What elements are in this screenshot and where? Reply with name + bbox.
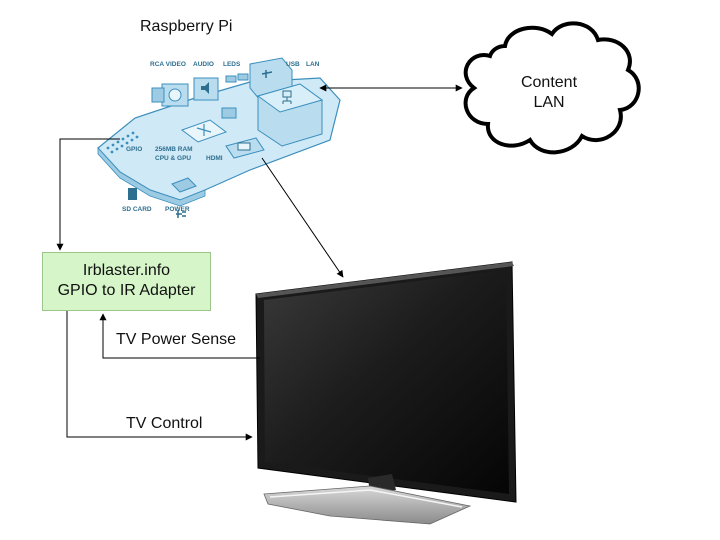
board-label-power: POWER (165, 206, 190, 213)
gpio-header-icon (106, 131, 139, 154)
tv-power-sense-arrow (99, 313, 260, 359)
power-port-icon (171, 177, 197, 218)
board-label-gpio: GPIO (126, 146, 142, 153)
hdmi-link-arrow (261, 157, 344, 278)
audio-jack-icon (193, 77, 219, 101)
raspberry-pi-board: RCA VIDEO AUDIO LEDS USB LAN GPIO 256MB … (97, 57, 341, 218)
board-label-audio: AUDIO (193, 61, 214, 68)
television (255, 261, 517, 525)
small-chip-icon (221, 107, 237, 119)
tv-power-sense-label: TV Power Sense (116, 331, 236, 348)
rca-video-icon (151, 83, 189, 107)
board-label-rca-video: RCA VIDEO (150, 61, 186, 68)
board-label-hdmi: HDMI (206, 155, 223, 162)
tv-control-label: TV Control (126, 415, 202, 432)
connections (56, 84, 463, 441)
tv-stand-base (263, 485, 472, 525)
cpu-chip-icon (180, 119, 228, 143)
board-label-leds: LEDS (223, 61, 241, 68)
board-label-cpu-gpu: CPU & GPU (155, 155, 191, 162)
tv-control-arrow (66, 311, 253, 441)
board-label-lan: LAN (306, 61, 320, 68)
adapter-label-line1: Irblaster.info (82, 262, 171, 279)
sd-card-icon (128, 188, 137, 200)
board-label-usb: USB (286, 61, 300, 68)
gpio-link-arrow (56, 138, 120, 251)
ir-adapter-box: Irblaster.info GPIO to IR Adapter (42, 252, 211, 311)
raspberry-pi-title: Raspberry Pi (140, 18, 233, 35)
content-lan-cloud: Content LAN (463, 21, 641, 155)
cloud-label-lan: LAN (533, 94, 564, 111)
board-label-sd-card: SD CARD (122, 206, 152, 213)
adapter-label-line2: GPIO to IR Adapter (57, 282, 196, 299)
lan-port-icon (256, 83, 324, 147)
leds-icon (225, 73, 249, 83)
cloud-label-content: Content (521, 74, 578, 91)
hdmi-port-icon (225, 137, 265, 159)
board-label-ram: 256MB RAM (155, 146, 193, 153)
